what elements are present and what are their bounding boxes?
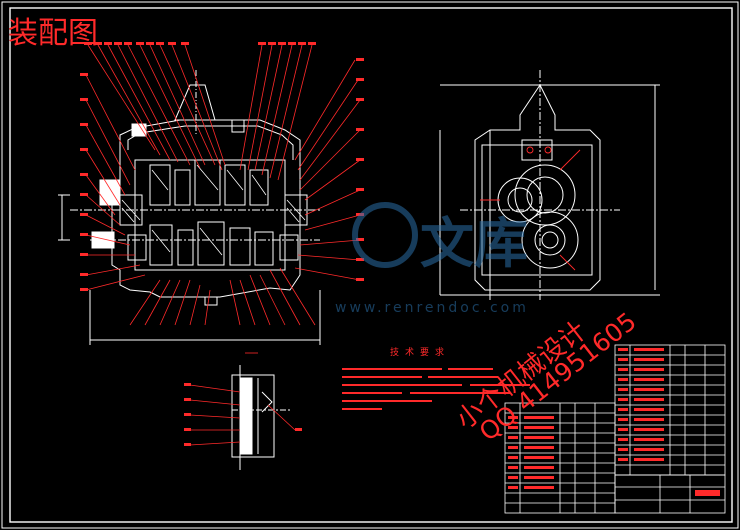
detail-view-tags bbox=[184, 383, 302, 446]
title-block bbox=[614, 474, 726, 514]
side-view bbox=[439, 70, 660, 300]
main-view-leader-tags bbox=[80, 42, 364, 291]
bom-table-lower bbox=[504, 402, 616, 514]
main-section-view bbox=[58, 70, 321, 345]
bom-table-red-entries bbox=[508, 348, 720, 496]
tech-requirements-title: 技术要求 bbox=[390, 348, 451, 358]
main-view-leader-lines bbox=[85, 44, 361, 326]
detail-view bbox=[231, 365, 290, 470]
site-watermark: 文库 www.renrendoc.com bbox=[335, 202, 529, 316]
watermark-logo-icon bbox=[352, 202, 418, 268]
watermark-url: www.renrendoc.com bbox=[335, 300, 529, 316]
watermark-site-name: 文库 bbox=[420, 212, 528, 275]
tech-requirement-lines bbox=[342, 368, 530, 410]
bom-table-upper bbox=[614, 344, 726, 476]
inner-border bbox=[9, 7, 733, 523]
page-title: 装配图 bbox=[8, 16, 98, 51]
detail-view-leaders bbox=[189, 352, 296, 446]
side-view-red-marks bbox=[480, 146, 581, 271]
